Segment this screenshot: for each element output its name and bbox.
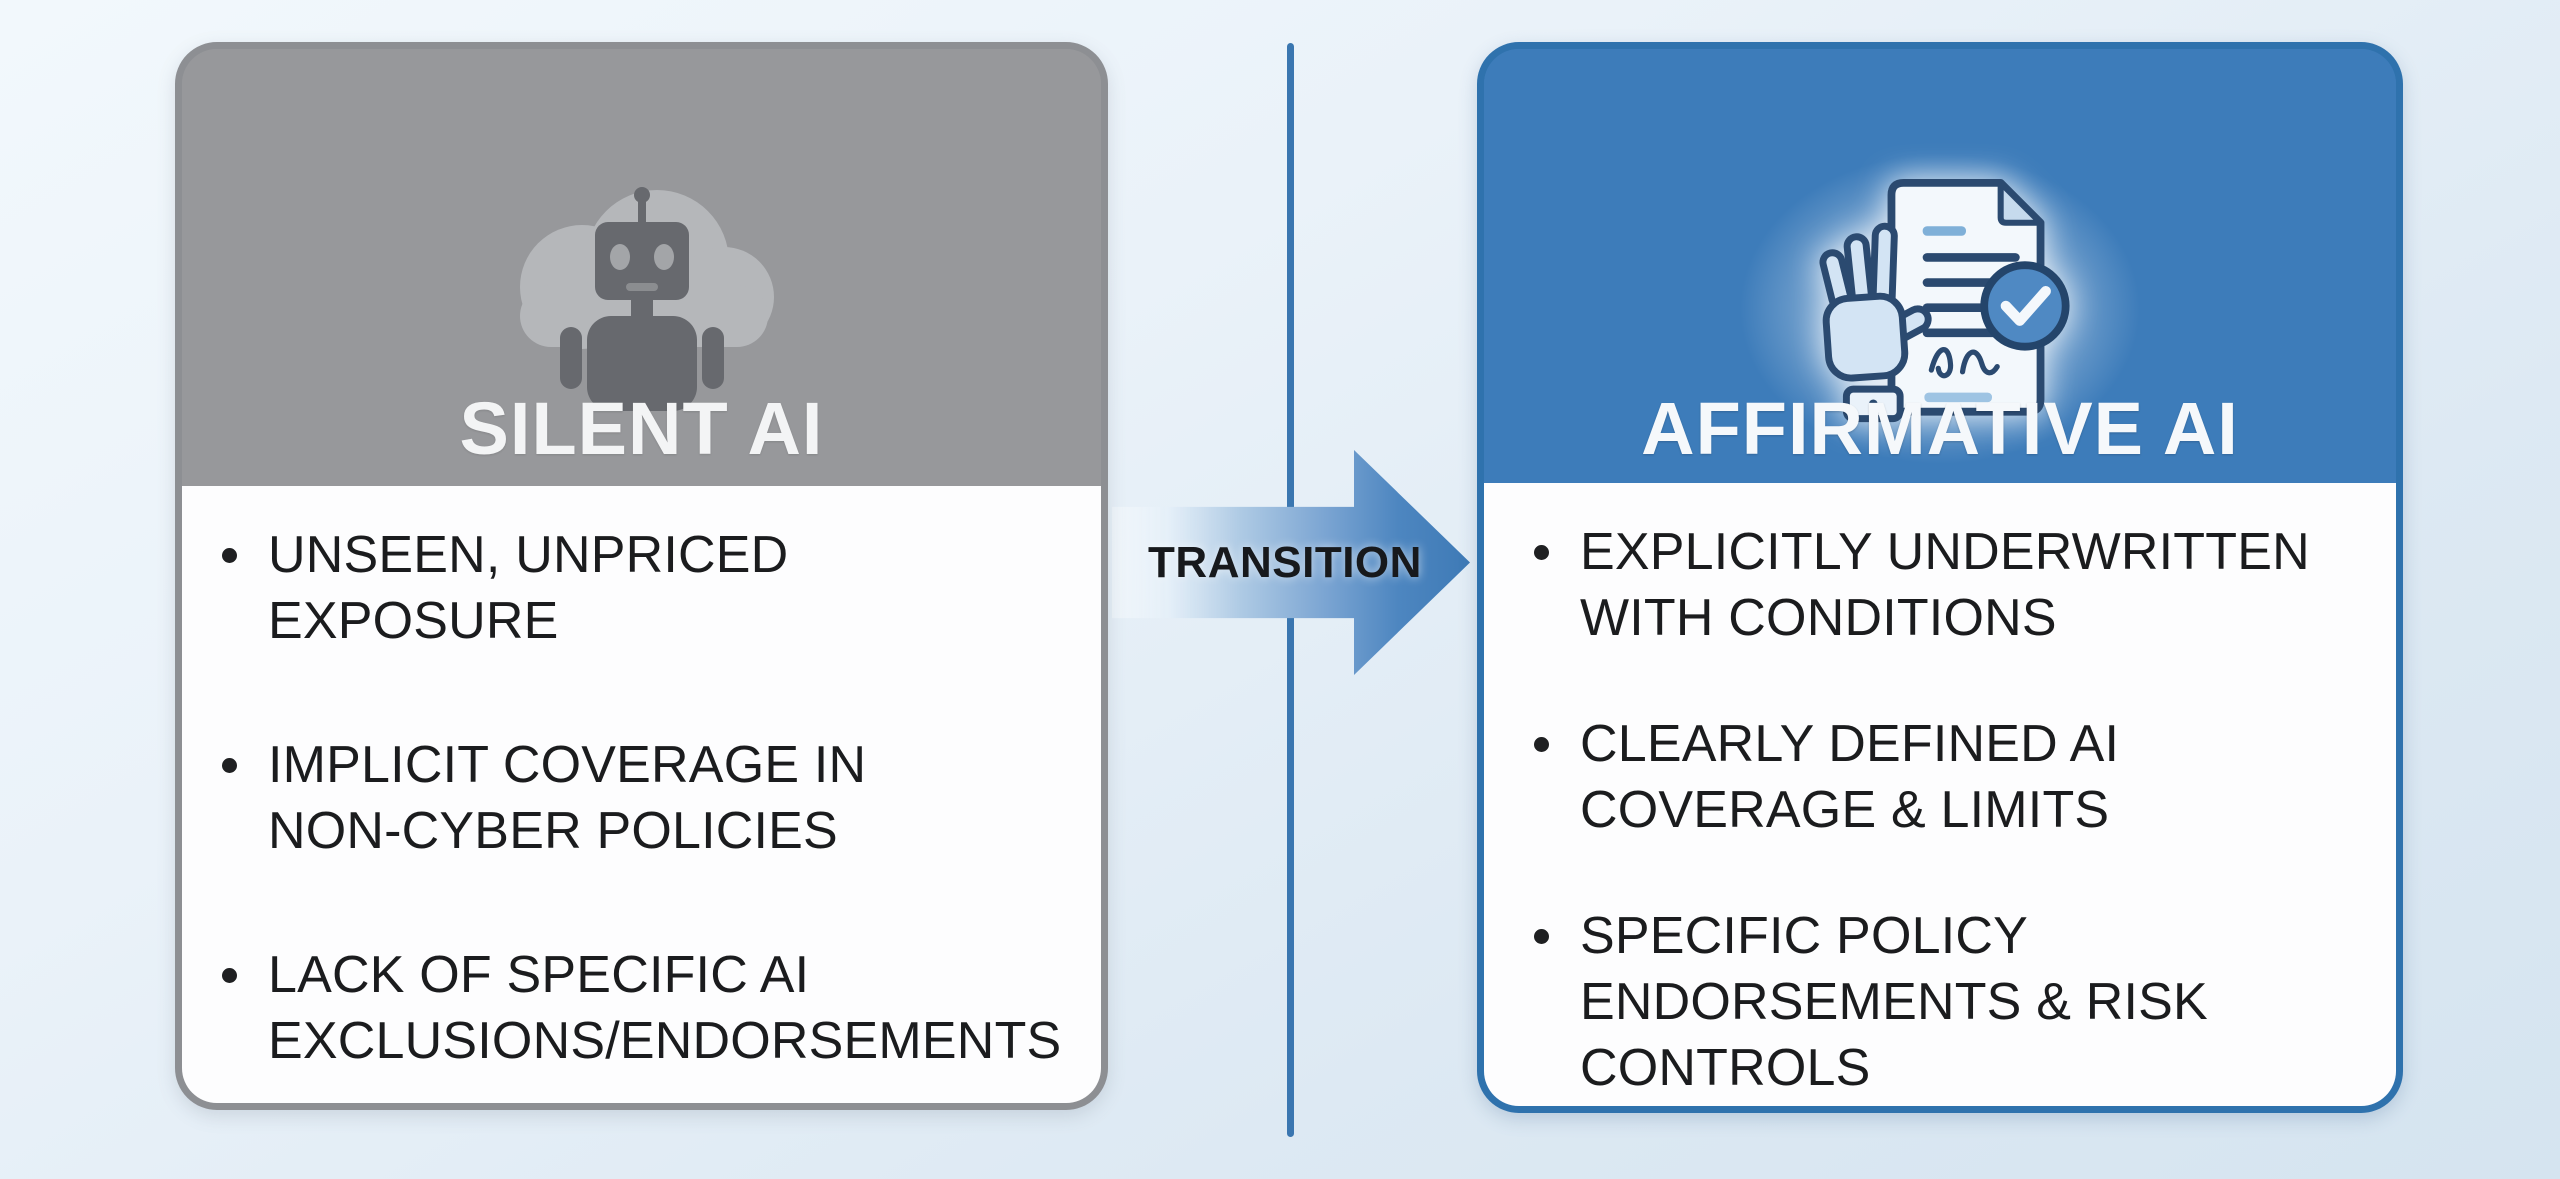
affirmative-ai-bullet-list: EXPLICITLY UNDERWRITTEN WITH CONDITIONS …: [1484, 519, 2376, 1101]
bullet-item: SPECIFIC POLICY ENDORSEMENTS & RISK CONT…: [1484, 903, 2376, 1101]
signed-policy-check-icon: [1819, 178, 2070, 423]
silent-ai-bullet-list: UNSEEN, UNPRICED EXPOSURE IMPLICIT COVER…: [182, 522, 1075, 1074]
bullet-item: EXPLICITLY UNDERWRITTEN WITH CONDITIONS: [1484, 519, 2376, 651]
silent-ai-title: SILENT AI: [459, 387, 824, 470]
bullet-item: UNSEEN, UNPRICED EXPOSURE: [182, 522, 1075, 654]
silent-ai-body: UNSEEN, UNPRICED EXPOSURE IMPLICIT COVER…: [182, 486, 1101, 1103]
robot-cloud-icon: [519, 187, 774, 411]
bullet-item: CLEARLY DEFINED AI COVERAGE & LIMITS: [1484, 711, 2376, 843]
bullet-item: LACK OF SPECIFIC AI EXCLUSIONS/ENDORSEME…: [182, 942, 1075, 1074]
affirmative-ai-header: AFFIRMATIVE AI: [1484, 49, 2396, 483]
silent-ai-header: SILENT AI: [182, 49, 1101, 486]
affirmative-ai-body: EXPLICITLY UNDERWRITTEN WITH CONDITIONS …: [1484, 483, 2396, 1106]
affirmative-ai-title: AFFIRMATIVE AI: [1641, 387, 2239, 470]
silent-ai-card: SILENT AI UNSEEN, UNPRICED EXPOSURE IMPL…: [175, 42, 1108, 1110]
transition-label: TRANSITION: [1148, 538, 1422, 587]
affirmative-ai-card: AFFIRMATIVE AI EXPLICITLY UNDERWRITTEN W…: [1477, 42, 2403, 1113]
bullet-item: IMPLICIT COVERAGE IN NON-CYBER POLICIES: [182, 732, 1075, 864]
